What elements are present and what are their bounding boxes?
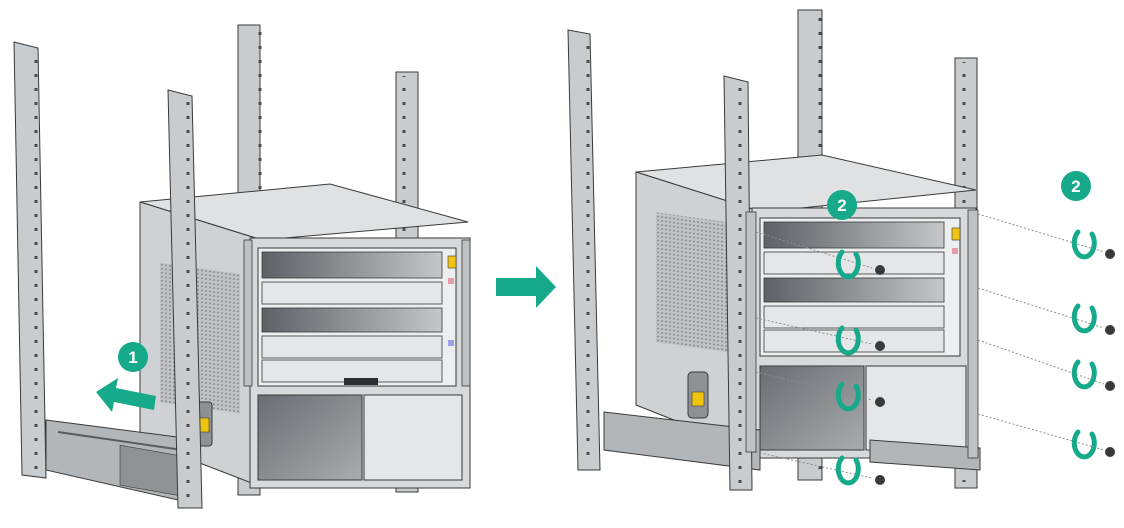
rack-post-front-left — [13, 41, 47, 479]
rack-post-front-right — [167, 89, 203, 509]
screw-icon — [875, 249, 1115, 485]
step-2-number-right: 2 — [1071, 177, 1080, 196]
screw-guide-lines — [755, 213, 1105, 479]
scene-step-1: 1 — [13, 24, 471, 509]
rack-post-front-right-2 — [723, 75, 757, 491]
mounting-ear-right — [967, 209, 979, 459]
step-1-number: 1 — [128, 348, 137, 367]
step-2-badge: 2 — [827, 190, 857, 220]
chassis-step-1 — [139, 183, 471, 489]
step-2-number: 2 — [837, 196, 846, 215]
step-2-badge-right: 2 — [1061, 171, 1091, 201]
scene-step-2: 2 2 — [567, 9, 1115, 491]
arrow-right-icon — [496, 266, 556, 308]
arrow-left-icon — [96, 378, 156, 412]
chassis-step-2 — [635, 154, 977, 459]
slide-rail-step-2 — [603, 411, 981, 471]
rack-post-front-left-2 — [567, 29, 601, 471]
rotate-clockwise-icon — [835, 229, 1097, 486]
step-1-badge: 1 — [118, 342, 148, 372]
